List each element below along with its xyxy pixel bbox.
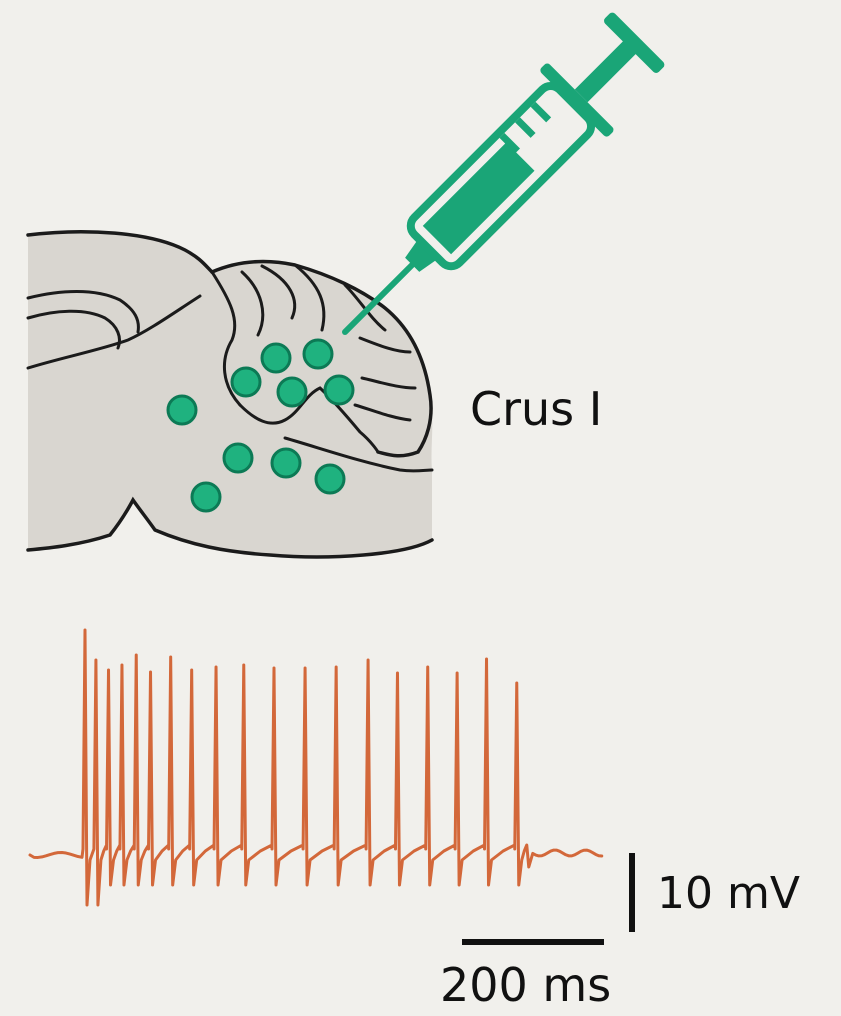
time-scale-label: 200 ms: [440, 958, 611, 1012]
syringe-icon: [311, 4, 673, 366]
virus-dot: [232, 368, 260, 396]
virus-dot: [224, 444, 252, 472]
brain-tissue: [28, 232, 432, 557]
voltage-scale-label: 10 mV: [657, 868, 800, 919]
virus-dot: [192, 483, 220, 511]
virus-dot: [316, 465, 344, 493]
region-label: Crus I: [470, 382, 602, 436]
virus-dot: [278, 378, 306, 406]
membrane-voltage-trace: [30, 630, 602, 905]
syringe-plunger-rod: [575, 40, 637, 102]
virus-dot: [304, 340, 332, 368]
virus-dot: [325, 376, 353, 404]
virus-dot: [168, 396, 196, 424]
brain-section: [28, 232, 432, 557]
virus-dot: [272, 449, 300, 477]
virus-dot: [262, 344, 290, 372]
